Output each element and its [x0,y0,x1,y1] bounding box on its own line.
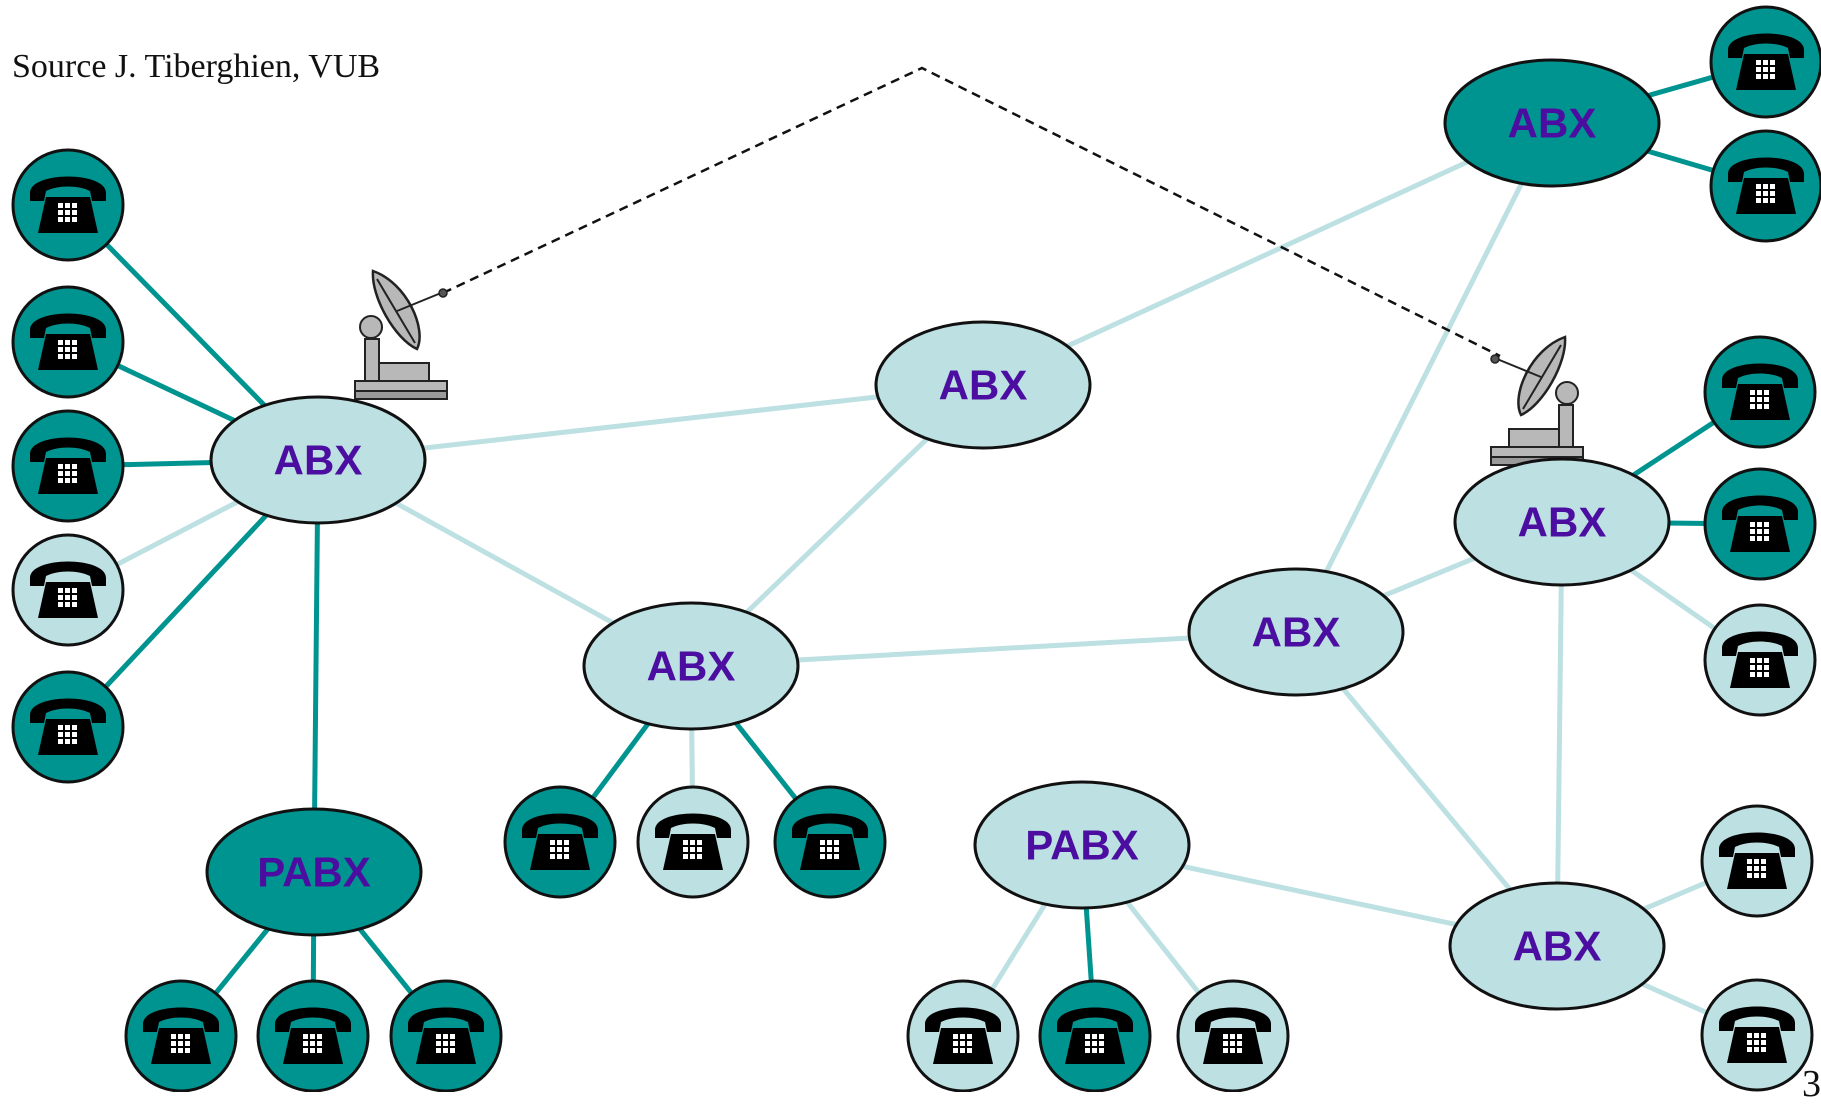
telephone-icon [11,285,125,399]
node-label: ABX [939,362,1028,409]
node-abx-center-top: ABX [874,320,1092,450]
node-label: ABX [1252,609,1341,656]
node-abx-center: ABX [582,601,800,731]
node-ellipse [209,395,427,525]
telephone-icon [1038,979,1152,1092]
node-abx-left: ABX [209,395,427,525]
node-ellipse [205,807,423,937]
telephone-icon [11,148,125,262]
node-label: PABX [257,849,371,896]
satellite-dish-layer [354,269,1584,466]
telephone-icon [503,785,617,899]
telephone-icon [1176,979,1290,1092]
link-abx-right-to-abx-bottom-right [1554,521,1565,947]
telephone-icon [11,670,125,784]
node-label: ABX [1513,923,1602,970]
node-pabx-bottom: PABX [973,780,1191,910]
node-pabx-left: PABX [205,807,423,937]
telephone-icon [256,979,370,1092]
node-abx-top-right: ABX [1443,58,1661,188]
telephone-icon [124,979,238,1092]
node-ellipse [1448,881,1666,1011]
link-abx-top-right-to-abx-mid-right [1293,121,1555,634]
telephone-icon [389,979,503,1092]
telephone-icon [1709,129,1821,243]
telephone-icon [636,785,750,899]
satellite-dish-icon [1490,335,1584,466]
telephone-icon [1709,5,1821,119]
telephone-icon [773,785,887,899]
link-abx-center-top-to-abx-top-right [981,120,1554,388]
node-abx-mid-right: ABX [1187,567,1405,697]
node-label: ABX [647,643,736,690]
telephone-icon [1700,978,1814,1092]
node-ellipse [1443,58,1661,188]
link-abx-left-to-abx-center-top [317,382,984,463]
node-ellipse [1453,457,1671,587]
telephone-icon [906,979,1020,1092]
telephone-icon [1700,804,1814,918]
node-label: ABX [274,437,363,484]
telephone-icon [11,533,125,647]
node-abx-right: ABX [1453,457,1671,587]
node-abx-bottom-right: ABX [1448,881,1666,1011]
link-abx-left-to-pabx-left [311,459,321,873]
source-note: Source J. Tiberghien, VUB [12,48,381,85]
node-layer: ABX ABX ABX ABX ABX ABX ABX PABX PABX [205,58,1671,1011]
node-label: ABX [1508,100,1597,147]
telephone-layer [11,5,1821,1092]
node-ellipse [582,601,800,731]
satellite-link [442,66,1501,358]
node-label: PABX [1025,822,1139,869]
telephone-icon [1703,467,1817,581]
telephone-icon [1703,603,1817,717]
node-ellipse [973,780,1191,910]
node-ellipse [874,320,1092,450]
page-number: 3 [1802,1063,1821,1105]
node-ellipse [1187,567,1405,697]
telephone-icon [1703,335,1817,449]
node-label: ABX [1518,499,1607,546]
satellite-dish-icon [354,269,448,400]
telephone-icon [11,409,125,523]
